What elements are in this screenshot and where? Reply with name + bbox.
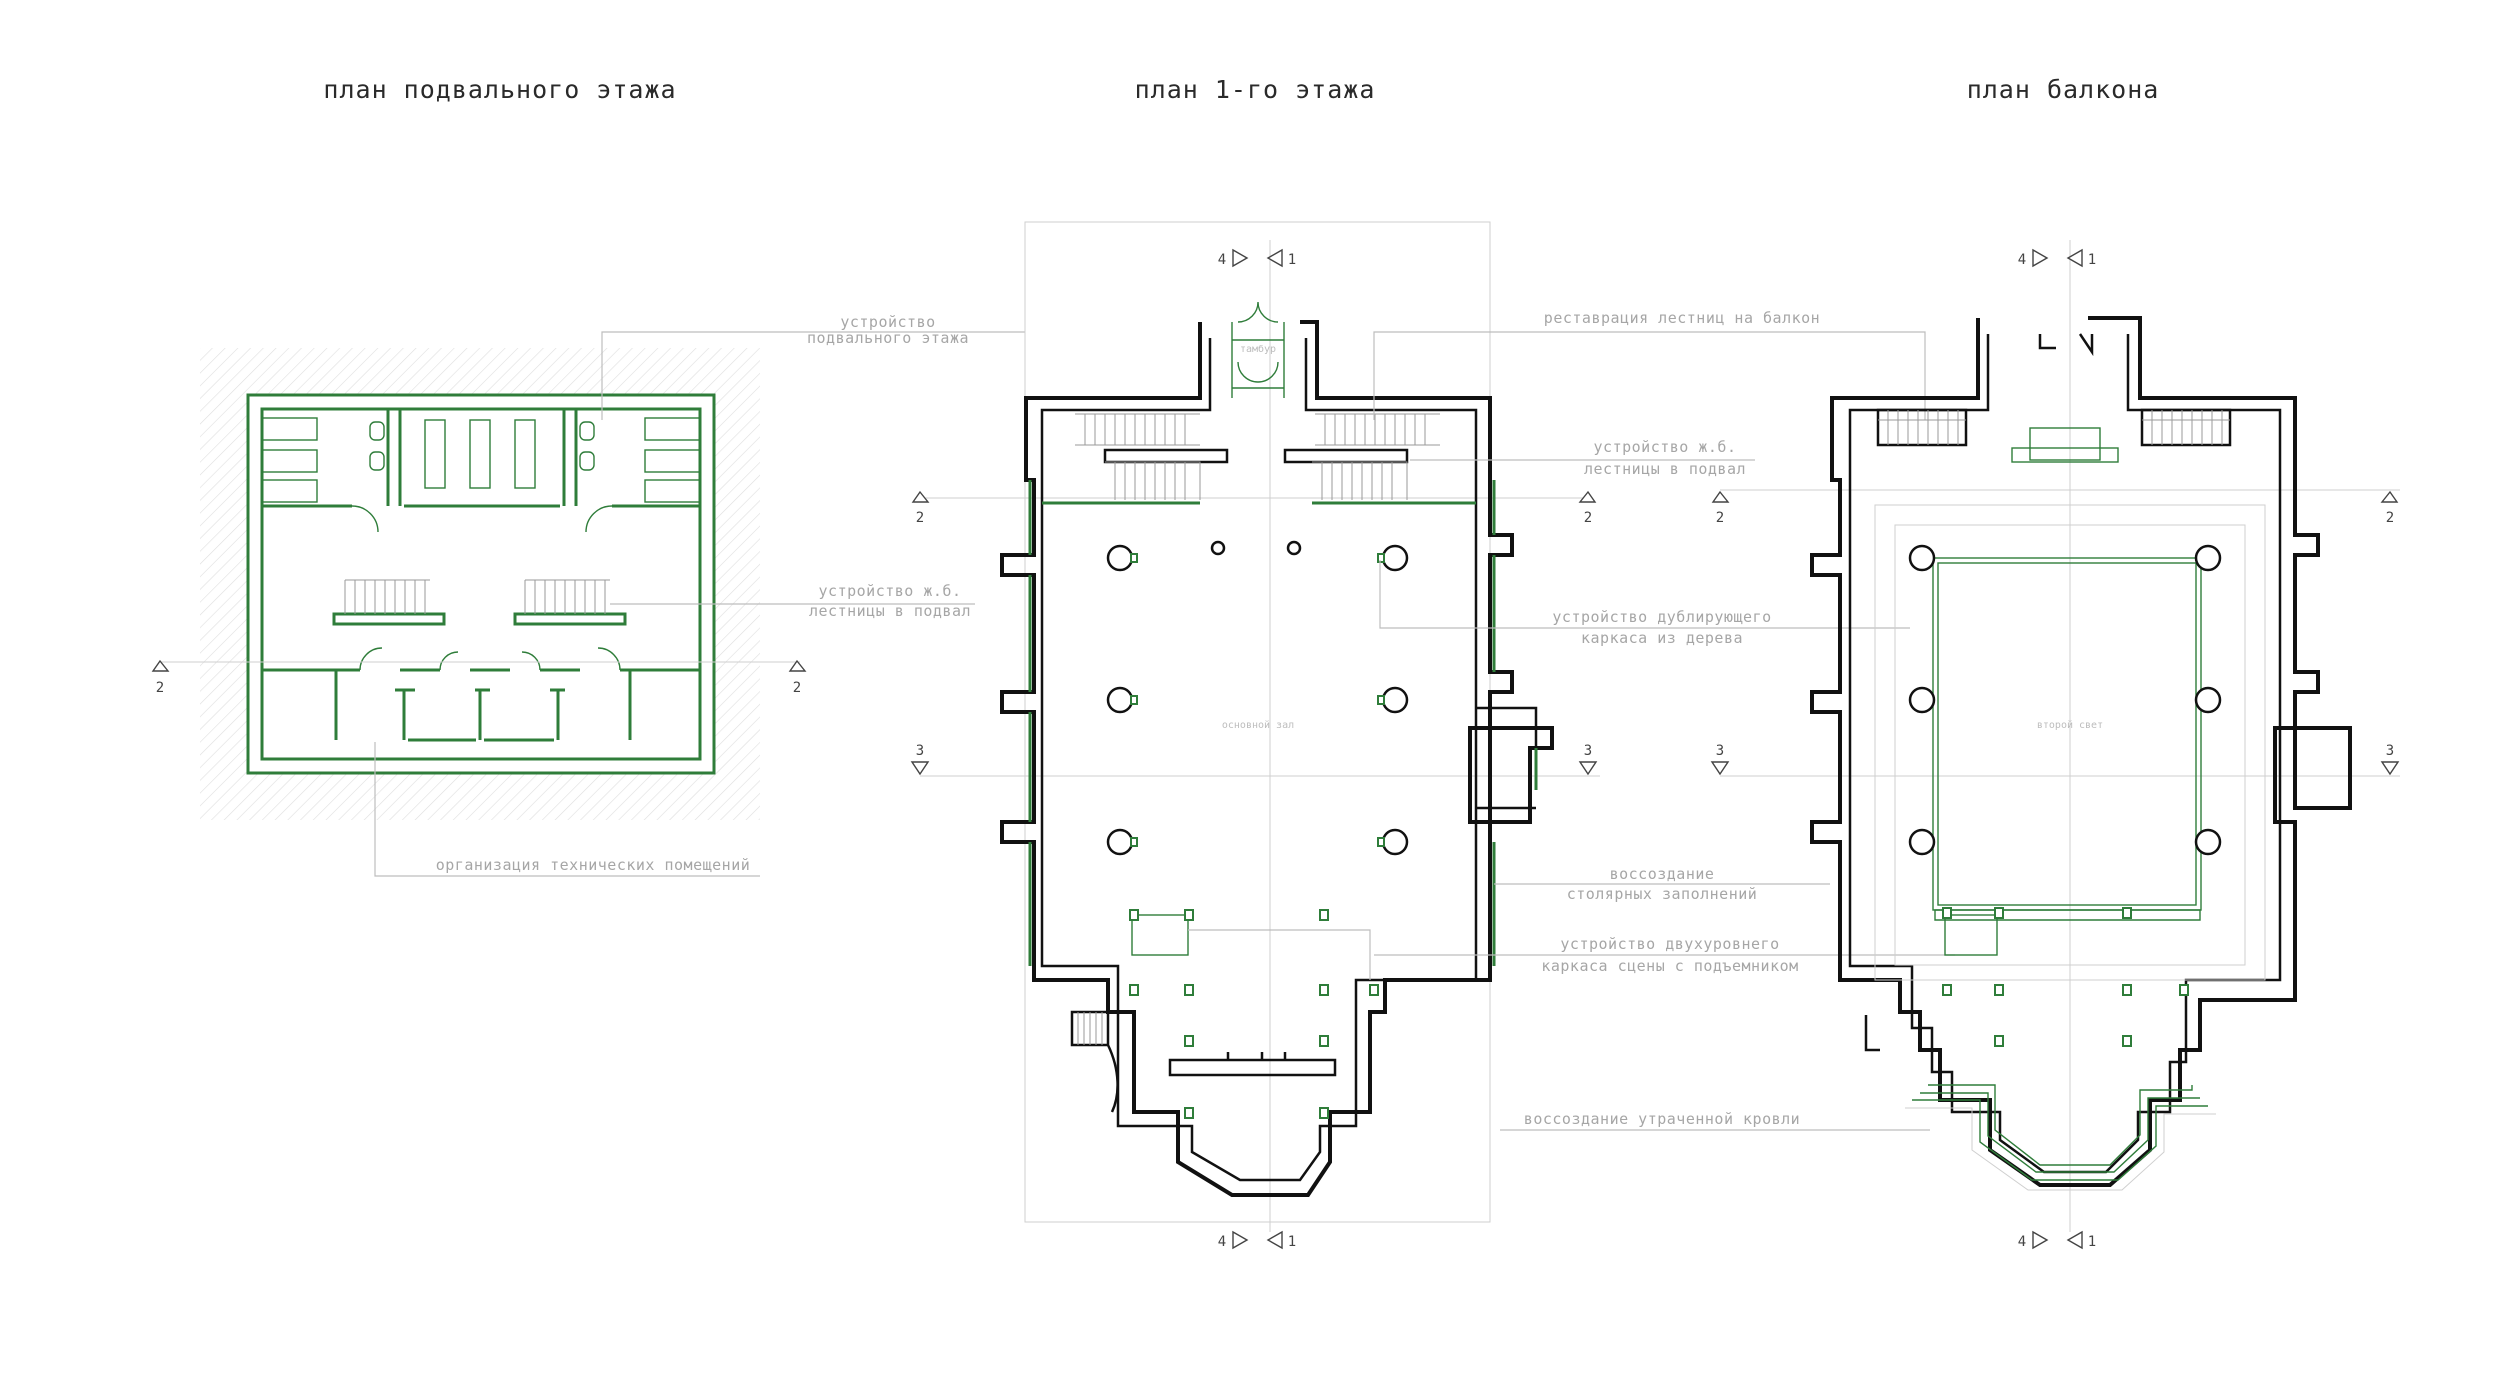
note-stage-frame-line2: каркаса сцены с подъемником [1541, 957, 1798, 975]
section-arrow-icon [1578, 761, 1598, 776]
note-basement-stairs: устройство ж.б. [819, 582, 962, 600]
stairs-to-balcony [1042, 413, 1476, 505]
toilet-block-left [261, 417, 385, 503]
section-arrow-icon [1266, 248, 1283, 268]
section-mark: 1 [1288, 252, 1296, 268]
section-arrow-icon [788, 659, 807, 672]
note-rc-stairs-line2: лестницы в подвал [1584, 460, 1746, 478]
section-mark: 3 [916, 743, 924, 759]
title-first-floor-plan: план 1-го этажа [1135, 75, 1376, 104]
section-arrow-icon [2380, 490, 2399, 503]
columns-balcony [1908, 544, 2222, 856]
note-wood-frame-line2: каркаса из дерева [1581, 629, 1743, 647]
section-arrow-icon [2066, 248, 2083, 268]
section-mark: 4 [1218, 1234, 1226, 1250]
basement-notes: устройство подвального этажа устройство … [374, 313, 1025, 877]
basement-stairs [332, 579, 627, 626]
restored-roof [1905, 1084, 2216, 1191]
first-floor-notes: реставрация лестниц на балкон устройство… [1373, 309, 1955, 1131]
section-mark: 1 [2088, 252, 2096, 268]
section-mark: 1 [2088, 1234, 2096, 1250]
section-arrow-icon [1578, 490, 1597, 503]
section-arrow-icon [1710, 761, 1730, 776]
balcony-outer-wall [1810, 316, 2352, 1187]
basement-plan: 2 2 [151, 348, 807, 820]
section-arrow-icon [1266, 1230, 1283, 1250]
section-arrow-icon [910, 761, 930, 776]
section-mark: 2 [156, 680, 164, 696]
balcony-stage-frame [1934, 907, 2201, 1047]
note-rc-stairs: устройство ж.б. [1594, 438, 1737, 456]
section-mark: 4 [2018, 252, 2026, 268]
note-basement-device-line2: подвального этажа [807, 329, 969, 347]
section-arrow-icon [1711, 490, 1730, 503]
note-basement-device: устройство [840, 313, 935, 331]
note-roof: воссоздание утраченной кровли [1524, 1110, 1800, 1128]
section-mark: 2 [1716, 510, 1724, 526]
title-balcony-plan: план балкона [1967, 75, 2160, 104]
outer-wall [1000, 320, 1554, 1197]
section-arrow-icon [2032, 1230, 2049, 1250]
section-mark: 2 [916, 510, 924, 526]
vestibule: тамбур [1231, 301, 1285, 398]
section-arrow-icon [2380, 761, 2400, 776]
columns-first-floor [1106, 540, 1409, 856]
section-mark: 1 [1288, 1234, 1296, 1250]
room-label-main-hall: основной зал [1222, 719, 1294, 731]
balcony-plan: второй свет [1710, 240, 2400, 1250]
section-arrow-icon [2066, 1230, 2083, 1250]
note-basement-stairs-line2: лестницы в подвал [809, 602, 971, 620]
note-stage-frame: устройство двухуровнего [1560, 935, 1779, 953]
room-label-second-light: второй свет [2037, 719, 2103, 731]
section-mark: 3 [2386, 743, 2394, 759]
stage-frame [1129, 909, 1379, 1119]
room-label-vestibule: тамбур [1240, 343, 1276, 355]
section-mark: 4 [2018, 1234, 2026, 1250]
note-joinery-line2: столярных заполнений [1567, 885, 1758, 903]
section-arrow-icon [1232, 1230, 1249, 1250]
section-arrow-icon [1232, 248, 1249, 268]
section-mark: 2 [1584, 510, 1592, 526]
note-stairs-restore: реставрация лестниц на балкон [1544, 309, 1820, 327]
note-joinery: воссоздание [1610, 865, 1715, 883]
exterior-stair [1070, 1010, 1119, 1113]
section-mark: 2 [793, 680, 801, 696]
section-arrow-icon [151, 659, 170, 672]
section-mark: 2 [2386, 510, 2394, 526]
toilet-block-right [579, 417, 701, 503]
section-mark: 4 [1218, 252, 1226, 268]
section-mark: 3 [1716, 743, 1724, 759]
note-wood-frame: устройство дублирующего [1552, 608, 1771, 626]
section-arrow-icon [911, 490, 930, 503]
note-technical-rooms: организация технических помещений [436, 856, 751, 874]
section-mark: 3 [1584, 743, 1592, 759]
first-floor-plan: тамбур [910, 221, 1600, 1250]
section-arrow-icon [2032, 248, 2049, 268]
title-basement-plan: план подвального этажа [323, 75, 676, 104]
